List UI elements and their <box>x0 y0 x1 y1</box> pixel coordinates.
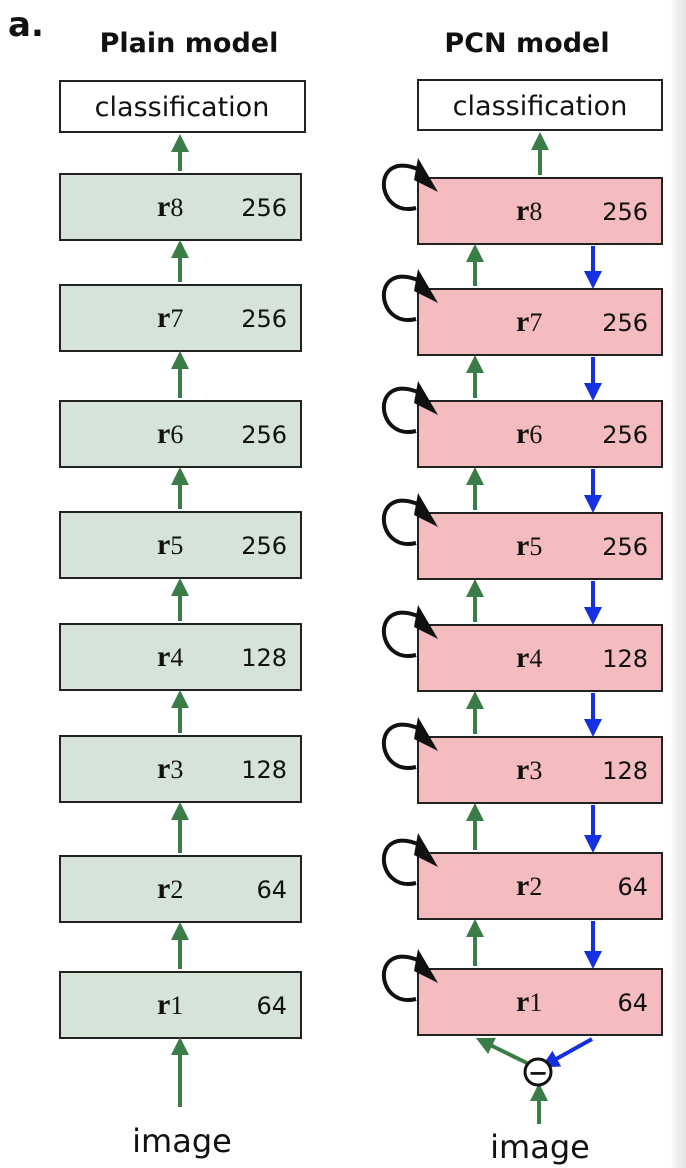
pcn-layer-size: 256 <box>602 421 648 449</box>
pcn-recurrent-loop-arrow <box>382 954 430 1002</box>
pcn-recurrent-loop-arrow <box>382 722 430 770</box>
pcn-recurrent-arrowhead <box>414 949 438 983</box>
plain-layer-r5: r5 256 <box>59 511 302 579</box>
plain-layer-size: 128 <box>241 756 287 784</box>
plain-layer-r7: r7 256 <box>59 284 302 352</box>
plain-layer-size: 256 <box>241 305 287 333</box>
plain-layer-symbol: r1 <box>157 988 183 1021</box>
pcn-recurrent-arrowhead <box>414 158 438 192</box>
pcn-layer-size: 256 <box>602 309 648 337</box>
pcn-layer-symbol: r5 <box>516 529 542 562</box>
pcn-layer-symbol: r1 <box>516 985 542 1018</box>
plain-layer-box <box>59 173 302 241</box>
pcn-image-label: image <box>490 1128 590 1166</box>
pcn-layer-r4: r4 128 <box>417 624 663 692</box>
plain-layer-symbol: r5 <box>157 528 183 561</box>
plain-layer-size: 256 <box>241 194 287 222</box>
plain-layer-size: 128 <box>241 644 287 672</box>
pcn-recurrent-loop-arrow <box>382 498 430 546</box>
pcn-layer-r1: r1 64 <box>417 968 663 1036</box>
plain-layer-symbol: r6 <box>157 417 183 450</box>
prediction-to-error-arrow <box>541 1037 593 1068</box>
pcn-layer-size: 64 <box>617 989 648 1017</box>
pcn-classification-label: classification <box>453 91 628 122</box>
plain-layer-r4: r4 128 <box>59 623 302 691</box>
plain-model-title: Plain model <box>100 28 279 59</box>
plain-classification-box <box>59 80 306 133</box>
pcn-layer-symbol: r2 <box>516 869 542 902</box>
pcn-layer-r6: r6 256 <box>417 400 663 468</box>
plain-layer-r1: r1 64 <box>59 971 302 1039</box>
plain-image-label: image <box>132 1122 232 1160</box>
pcn-layer-size: 128 <box>602 645 648 673</box>
plain-layer-symbol: r3 <box>157 752 183 785</box>
plain-layer-box <box>59 284 302 352</box>
pcn-layer-size: 128 <box>602 757 648 785</box>
plain-layer-box <box>59 400 302 468</box>
pcn-recurrent-arrowhead <box>414 493 438 527</box>
connection-arrows <box>171 132 602 1124</box>
pcn-recurrent-loop-arrow <box>382 274 430 322</box>
pcn-recurrent-arrowhead <box>414 381 438 415</box>
plain-layer-size: 256 <box>241 532 287 560</box>
pcn-recurrent-loop-arrow <box>382 610 430 658</box>
pcn-layer-symbol: r7 <box>516 305 542 338</box>
pcn-layer-box <box>417 624 663 692</box>
error-node <box>523 1057 553 1087</box>
pcn-recurrent-loop-arrow <box>382 838 430 886</box>
plain-layer-size: 64 <box>256 876 287 904</box>
pcn-classification-box <box>417 79 663 131</box>
pcn-recurrent-arrowhead <box>414 269 438 303</box>
pcn-model-title: PCN model <box>444 28 609 59</box>
plain-layer-box <box>59 623 302 691</box>
panel-label: a. <box>8 5 44 45</box>
pcn-layer-symbol: r4 <box>516 641 542 674</box>
plain-layer-symbol: r8 <box>157 190 183 223</box>
plain-layer-r2: r2 64 <box>59 855 302 923</box>
plain-layer-symbol: r7 <box>157 301 183 334</box>
pcn-layer-r5: r5 256 <box>417 512 663 580</box>
plain-layer-symbol: r4 <box>157 640 183 673</box>
pcn-layer-symbol: r6 <box>516 417 542 450</box>
pcn-recurrent-arrowhead <box>414 605 438 639</box>
pcn-layer-box <box>417 288 663 356</box>
plain-classification-label: classification <box>95 92 270 123</box>
plain-layer-size: 64 <box>256 992 287 1020</box>
plain-layer-r3: r3 128 <box>59 735 302 803</box>
pcn-layer-r2: r2 64 <box>417 852 663 920</box>
pcn-recurrent-loop-arrow <box>382 386 430 434</box>
pcn-recurrent-arrowhead <box>414 833 438 867</box>
plain-layer-symbol: r2 <box>157 872 183 905</box>
pcn-recurrent-arrowhead <box>414 717 438 751</box>
pcn-layer-size: 256 <box>602 198 648 226</box>
pcn-layer-symbol: r8 <box>516 194 542 227</box>
pcn-layer-symbol: r3 <box>516 753 542 786</box>
pcn-layer-stack: r8 256 r7 256 r6 256 r5 256 r4 128 r3 128 r2 64 r1 64 <box>417 177 663 1036</box>
pcn-layer-box <box>417 968 663 1036</box>
error-to-r1-arrow <box>475 1037 528 1065</box>
pcn-layer-box <box>417 400 663 468</box>
pcn-layer-box <box>417 736 663 804</box>
plain-layer-size: 256 <box>241 421 287 449</box>
pcn-layer-box <box>417 177 663 245</box>
plain-layer-stack: r8 256 r7 256 r6 256 r5 256 r4 128 r3 128 r2 64 r1 64 <box>59 173 302 1039</box>
pcn-layer-r8: r8 256 <box>417 177 663 245</box>
plain-layer-box <box>59 735 302 803</box>
pcn-layer-r3: r3 128 <box>417 736 663 804</box>
error-node-minus: − <box>528 1059 548 1087</box>
plain-layer-r8: r8 256 <box>59 173 302 241</box>
pcn-recurrent-loop-arrow <box>382 163 430 211</box>
pcn-layer-size: 64 <box>617 873 648 901</box>
pcn-layer-box <box>417 852 663 920</box>
pcn-layer-r7: r7 256 <box>417 288 663 356</box>
pcn-layer-size: 256 <box>602 533 648 561</box>
plain-layer-r6: r6 256 <box>59 400 302 468</box>
pcn-layer-box <box>417 512 663 580</box>
